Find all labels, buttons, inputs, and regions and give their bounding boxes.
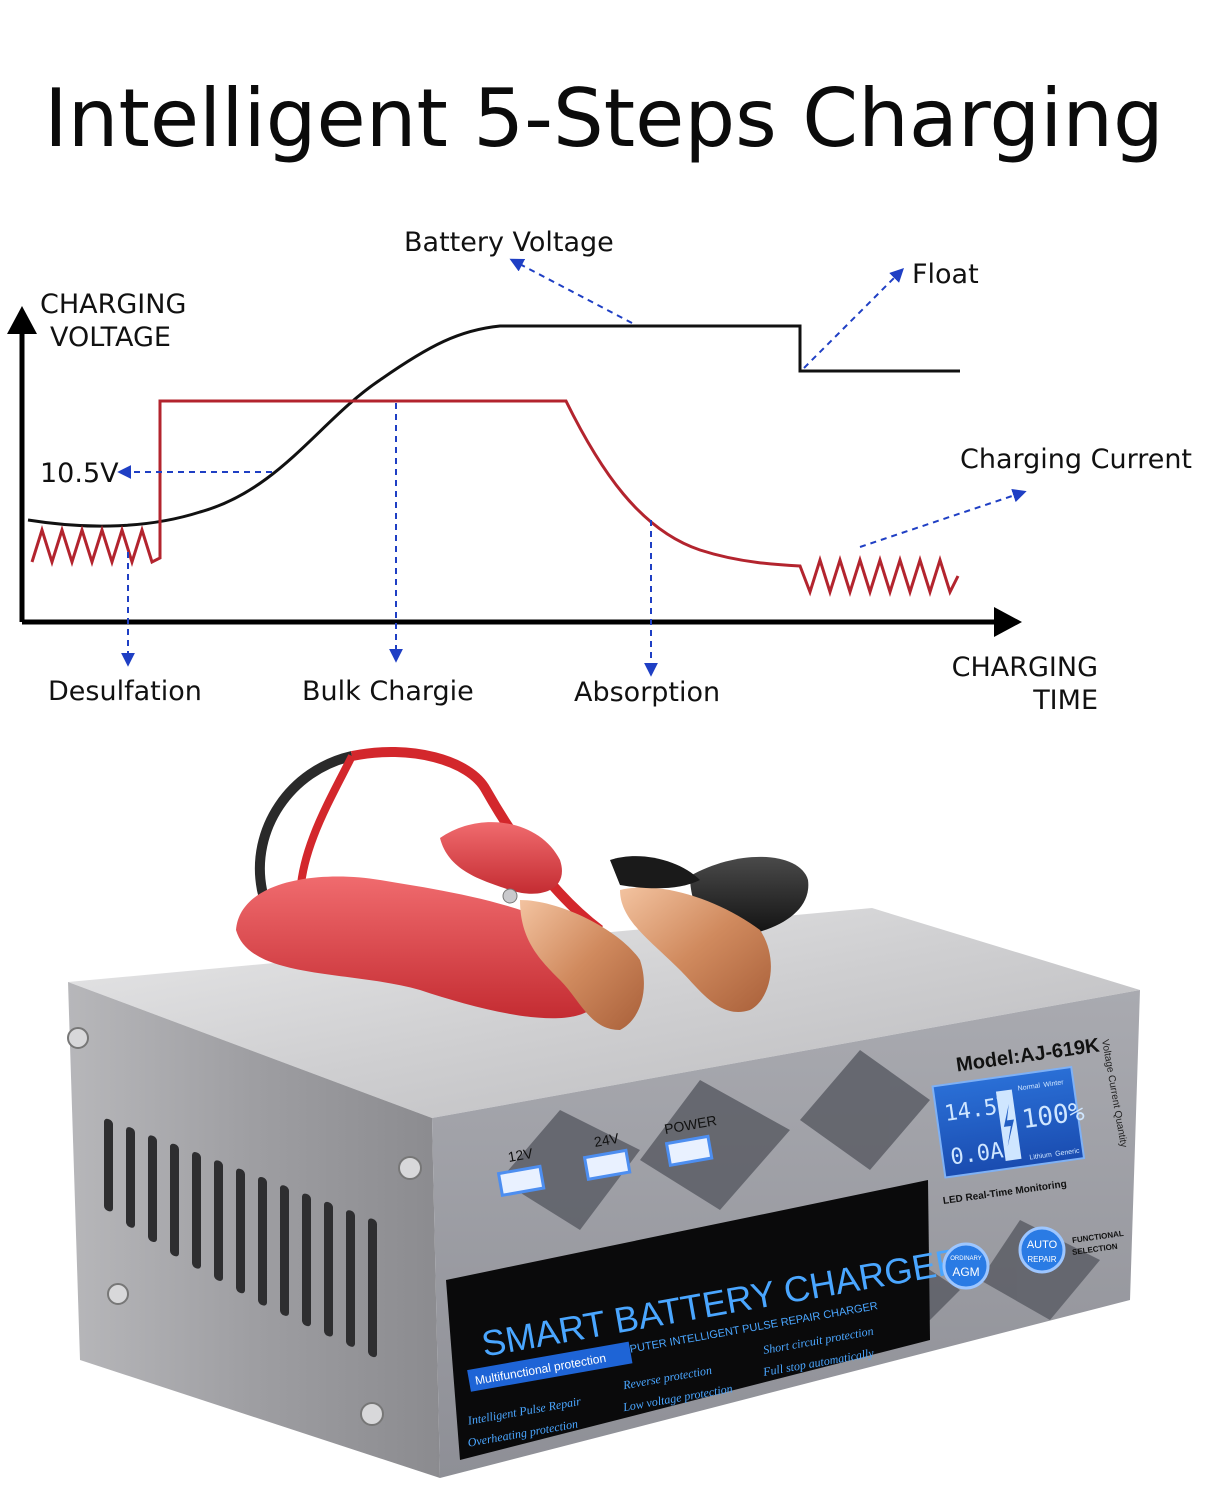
y-axis-label-line1: CHARGING bbox=[40, 289, 186, 320]
led-power bbox=[664, 1134, 714, 1168]
case-side bbox=[68, 982, 440, 1478]
agm-top-label: ORDINARY bbox=[950, 1256, 982, 1262]
lcd-tag-normal: Normal bbox=[1017, 1082, 1041, 1092]
agm-label: AGM bbox=[952, 1265, 979, 1279]
side-vents bbox=[104, 1118, 377, 1358]
voltage-marker: 10.5V bbox=[40, 458, 119, 489]
axes bbox=[7, 306, 1022, 637]
black-clamp bbox=[610, 856, 809, 1012]
lcd-display: 14.5V 0.0A Normal Winter 100% Lithium Ge… bbox=[931, 1065, 1087, 1179]
lcd-battery-bolt-icon bbox=[995, 1089, 1022, 1162]
callout-charging-current: Charging Current bbox=[960, 444, 1192, 475]
stage-desulfation: Desulfation bbox=[48, 676, 202, 707]
page-title: Intelligent 5-Steps Charging bbox=[44, 72, 1164, 165]
led-24v bbox=[582, 1148, 632, 1182]
callout-arrows bbox=[117, 258, 1027, 677]
repair-label: REPAIR bbox=[1027, 1255, 1056, 1264]
red-clamp bbox=[236, 822, 644, 1030]
case-screws bbox=[67, 1027, 422, 1426]
stage-absorption: Absorption bbox=[574, 677, 720, 708]
x-axis-arrowhead bbox=[994, 607, 1022, 637]
charging-current-curve bbox=[30, 399, 960, 598]
float-arrow bbox=[803, 268, 904, 369]
callout-float: Float bbox=[912, 259, 979, 290]
auto-label: AUTO bbox=[1027, 1239, 1058, 1251]
led-12v-label: 12V bbox=[507, 1145, 535, 1165]
mode-button-agm[interactable]: ORDINARY AGM bbox=[942, 1242, 990, 1290]
battery-voltage-curve bbox=[27, 324, 960, 528]
led-12v bbox=[496, 1164, 546, 1198]
red-cable bbox=[350, 746, 604, 934]
x-axis-label-line1: CHARGING bbox=[952, 652, 1098, 683]
charging-current-arrow bbox=[859, 488, 1027, 548]
led-24v-label: 24V bbox=[593, 1130, 621, 1150]
y-axis-label-line2: VOLTAGE bbox=[50, 322, 171, 353]
lcd-tag-lithium: Lithium bbox=[1029, 1152, 1052, 1162]
brand-band bbox=[446, 1180, 930, 1460]
x-axis-label-line2: TIME bbox=[1032, 685, 1098, 716]
y-axis-arrowhead bbox=[7, 306, 37, 334]
lcd-tag-generic: Generic bbox=[1055, 1148, 1081, 1158]
charging-diagram: CHARGING VOLTAGE CHARGING TIME Battery V… bbox=[7, 227, 1192, 716]
callout-battery-voltage: Battery Voltage bbox=[404, 227, 614, 258]
mode-button-auto[interactable]: AUTO REPAIR bbox=[1018, 1226, 1066, 1274]
battery-voltage-arrow bbox=[509, 258, 633, 324]
lcd-tag-winter: Winter bbox=[1043, 1079, 1065, 1089]
stage-bulk: Bulk Chargie bbox=[302, 676, 474, 707]
